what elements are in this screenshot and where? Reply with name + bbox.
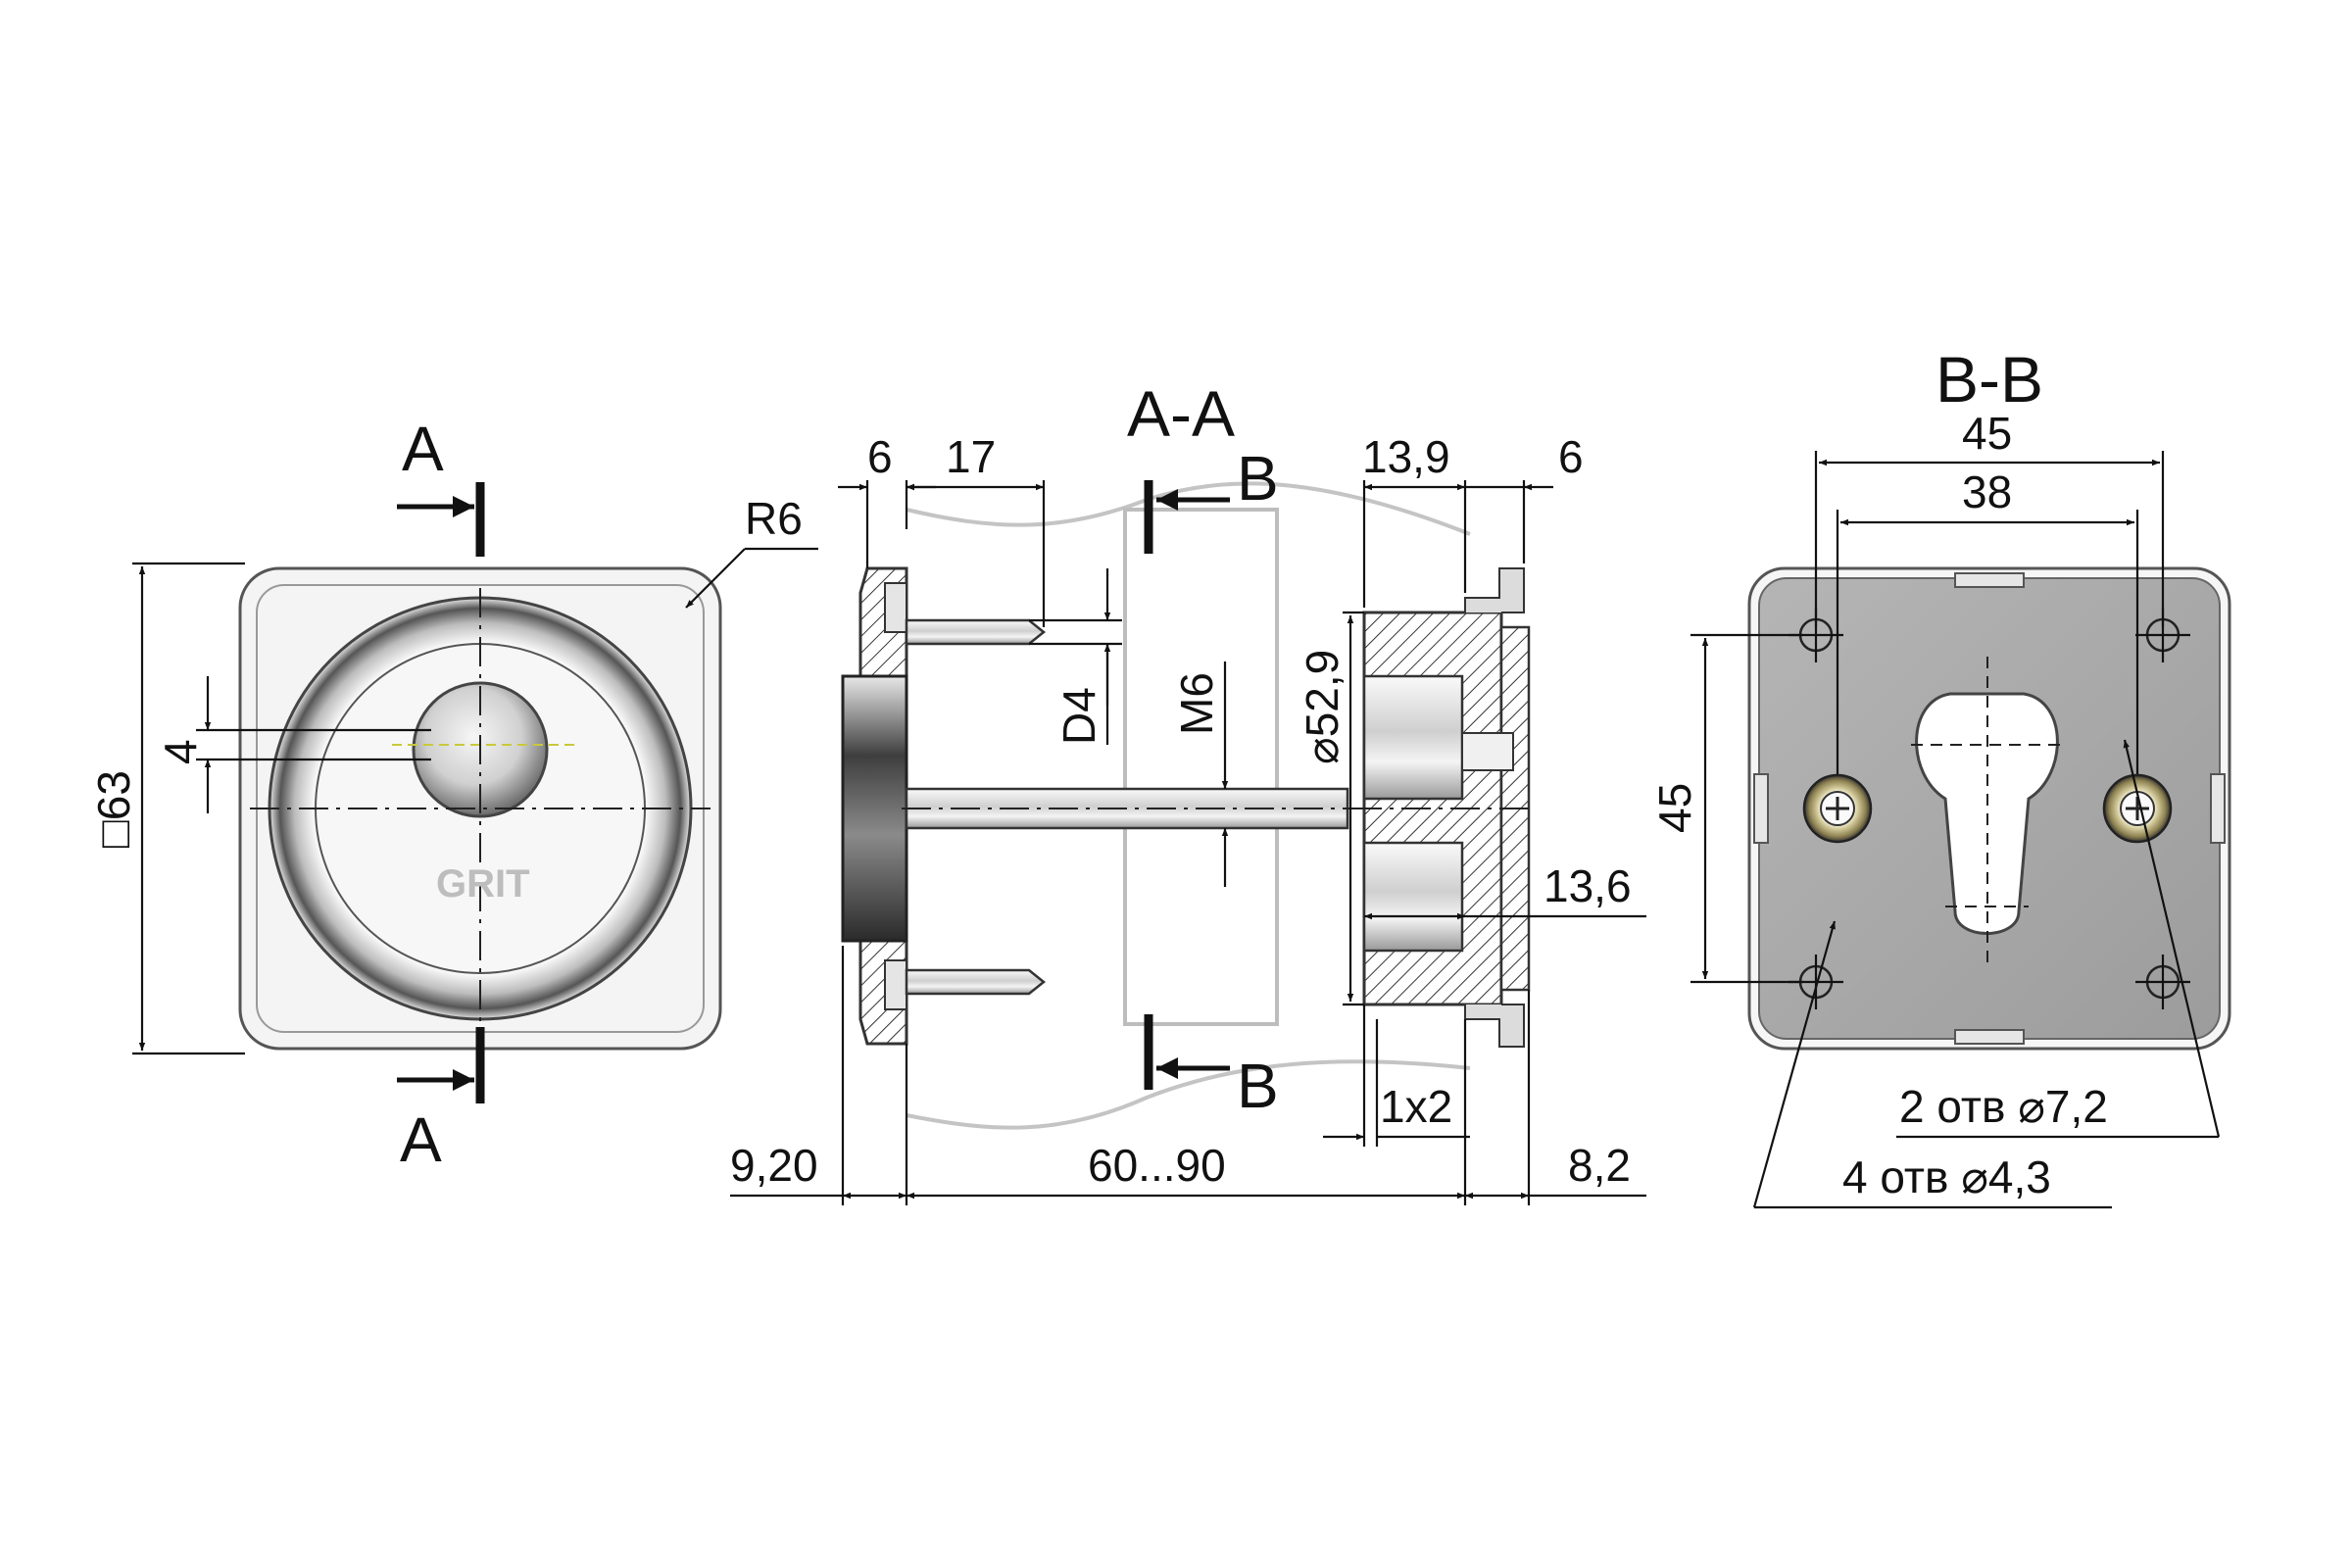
- dim-38: 38: [1962, 466, 2012, 517]
- size-label: □63: [88, 770, 139, 848]
- logo-text: GRIT: [436, 862, 530, 906]
- section-title-a-a: A-A: [1127, 377, 1235, 450]
- dim-m6: M6: [1171, 672, 1222, 735]
- radius-label: R6: [745, 493, 803, 544]
- holes-small-note: 4 отв ⌀4,3: [1842, 1152, 2051, 1202]
- dim-6-left: 6: [867, 431, 893, 482]
- dim-60-90: 60...90: [1088, 1140, 1226, 1191]
- dim-45-top: 45: [1962, 408, 2012, 459]
- dim-8-2: 8,2: [1568, 1140, 1631, 1191]
- section-label-a-top: A: [402, 414, 444, 484]
- section-title-b-b: B-B: [1936, 343, 2043, 416]
- back-knob-upper: [1362, 674, 1464, 801]
- dim-45-side: 45: [1649, 783, 1700, 833]
- dim-diameter: ⌀52,9: [1297, 650, 1348, 764]
- pin-bottom: [905, 968, 1047, 996]
- dim-1x2: 1x2: [1380, 1081, 1452, 1132]
- section-b-view: B-B: [1649, 343, 2231, 1209]
- dim-13-9: 13,9: [1362, 431, 1450, 482]
- dim-17: 17: [946, 431, 996, 482]
- section-label-b-bottom: B: [1237, 1051, 1279, 1121]
- holes-large-note: 2 отв ⌀7,2: [1899, 1081, 2108, 1132]
- front-view: GRIT A A R6 □63 4: [88, 414, 818, 1175]
- side-section-view: A-A B B: [730, 377, 1646, 1205]
- back-knob-lower: [1362, 841, 1464, 953]
- dim-d4: D4: [1054, 687, 1104, 745]
- offset-label: 4: [155, 739, 206, 764]
- dim-13-6: 13,6: [1544, 860, 1632, 911]
- pin-top: [905, 618, 1047, 646]
- section-label-a-bottom: A: [400, 1104, 442, 1175]
- dim-6-right: 6: [1558, 431, 1584, 482]
- cylinder-core: [841, 674, 908, 943]
- section-label-b-top: B: [1237, 443, 1279, 514]
- dim-9-20: 9,20: [730, 1140, 818, 1191]
